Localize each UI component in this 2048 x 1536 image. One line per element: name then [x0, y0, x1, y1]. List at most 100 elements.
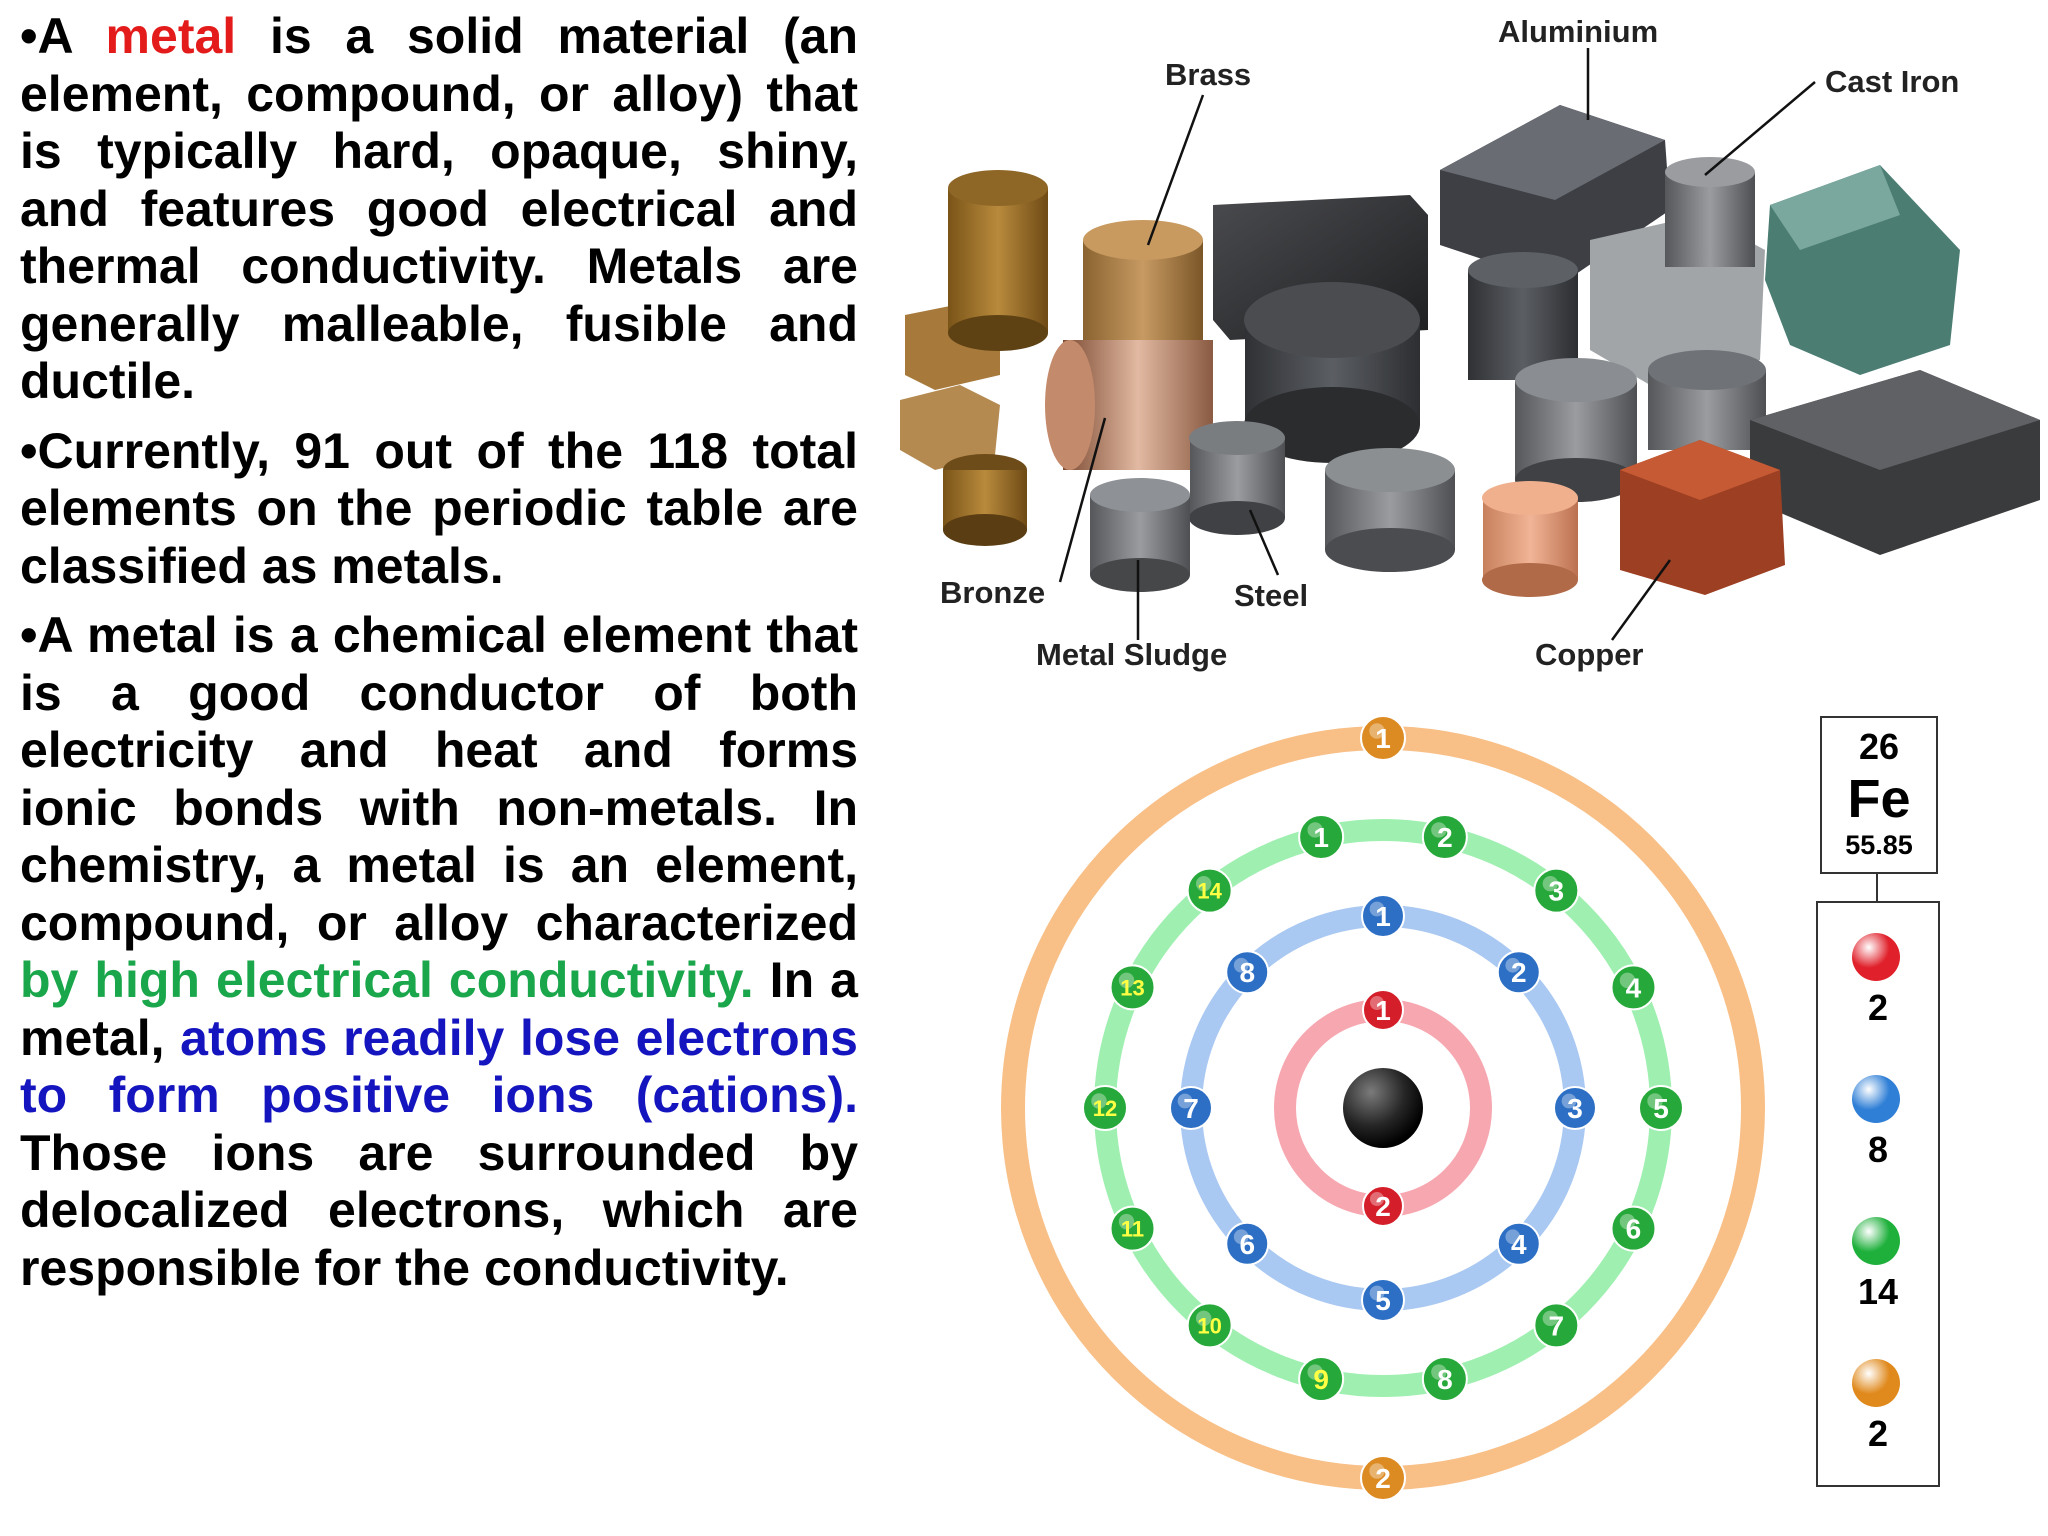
electron-highlight [1542, 875, 1559, 892]
copper-rock [1620, 440, 1780, 500]
shell3-electron: 5 [1638, 1085, 1684, 1131]
label-metal-sludge: Metal Sludge [1036, 637, 1228, 672]
dark-cylinder [1468, 252, 1578, 288]
bronze-cylinder [948, 315, 1048, 351]
electron-highlight [1195, 1310, 1212, 1327]
shell3-electron: 14 [1186, 867, 1233, 914]
leader-steel [1248, 509, 1280, 576]
legend-electron-count: 8 [1867, 1129, 1889, 1170]
electron-ball [1610, 1205, 1657, 1252]
label-copper: Copper [1535, 637, 1644, 672]
atomic-mass: 55.85 [1845, 830, 1913, 860]
bullet: • [20, 422, 38, 479]
electron-highlight [1369, 1285, 1385, 1301]
electron-highlight [1647, 1093, 1663, 1109]
electron-number: 6 [1239, 1229, 1255, 1260]
electron-ball [1186, 1302, 1233, 1349]
leader-bronze [1058, 417, 1107, 583]
text-column: •A metal is a solid material (an element… [20, 8, 858, 1309]
brass-block [900, 385, 1000, 470]
electron-highlight [1233, 1229, 1249, 1245]
electron-highlight [1431, 1364, 1447, 1380]
electron-number: 2 [1511, 957, 1527, 988]
shell3-electron: 1 [1298, 813, 1345, 860]
electron-highlight [1619, 1213, 1636, 1230]
shell3-electron: 8 [1421, 1356, 1468, 1403]
gray-cylinder [1325, 528, 1455, 572]
electron-number: 8 [1437, 1364, 1453, 1395]
electron-number: 2 [1375, 1463, 1391, 1494]
electron-ball [1360, 715, 1406, 761]
metal-sludge-cylinder [1090, 478, 1190, 512]
metal-samples-illustration [900, 48, 2040, 641]
electron-number: 11 [1121, 1217, 1144, 1242]
electron-ball [1361, 1278, 1405, 1322]
legend-electron-ball [1852, 1359, 1900, 1407]
paragraph-metal-chemistry: •A metal is a chemical element that is a… [20, 607, 858, 1296]
shell4-electron: 1 [1360, 715, 1406, 761]
legend-electron-ball [1852, 1075, 1900, 1123]
shell4-electron: 2 [1360, 1455, 1406, 1501]
electron-ball [1496, 950, 1541, 995]
label-brass: Brass [1165, 57, 1252, 92]
electron-highlight [1369, 901, 1385, 917]
electron-number: 5 [1375, 1285, 1391, 1316]
electron-number: 2 [1437, 822, 1453, 853]
electron-highlight [1307, 822, 1323, 838]
electron-ball [1361, 894, 1405, 938]
legend-electron-count: 14 [1857, 1271, 1899, 1312]
electron-ball [1225, 1221, 1270, 1266]
bronze-cylinder [948, 170, 1048, 206]
shell2-electron: 6 [1225, 1221, 1270, 1266]
shell2-electron: 1 [1361, 894, 1405, 938]
shell1-electron: 1 [1362, 989, 1404, 1031]
electron-ball [1298, 813, 1345, 860]
metal-sludge-cylinder [1090, 558, 1190, 592]
paragraph-metal-definition: •A metal is a solid material (an element… [20, 8, 858, 409]
atomic-number: 26 [1858, 726, 1900, 767]
electron-ball [1225, 950, 1270, 995]
shell2-electron: 7 [1169, 1086, 1213, 1130]
label-steel: Steel [1234, 578, 1309, 613]
teal-rock [1770, 165, 1900, 250]
bronze-cylinder [948, 188, 1048, 333]
shell2-electron: 2 [1496, 950, 1541, 995]
electron-highlight [1307, 1364, 1323, 1380]
highlight-conductivity: by high electrical conductivity. [20, 952, 754, 1008]
electron-number: 3 [1567, 1093, 1583, 1124]
copper-cylinder [1045, 340, 1095, 470]
gray-cylinder [1325, 448, 1455, 492]
electron-ball [1109, 1205, 1156, 1252]
element-symbol: Fe [1847, 769, 1911, 829]
shell2-electron: 3 [1553, 1086, 1597, 1130]
electron-highlight [1370, 1192, 1384, 1206]
steel-cylinder [1189, 421, 1285, 455]
cast-iron-block [1750, 370, 2040, 470]
leader-brass [1146, 94, 1205, 246]
electron-highlight [1369, 1463, 1385, 1479]
electron-number: 6 [1626, 1214, 1642, 1245]
label-cast-iron: Cast Iron [1825, 64, 1960, 99]
legend-electron-count: 2 [1867, 1413, 1889, 1454]
brass-cylinder [1083, 220, 1203, 260]
electron-ball [1362, 1185, 1404, 1227]
dark-granular-cylinder [1244, 282, 1420, 358]
copper-small-cylinder [1482, 481, 1578, 515]
shell3-electron: 9 [1298, 1356, 1345, 1403]
electron-number: 8 [1239, 957, 1255, 988]
electron-highlight [1091, 1093, 1107, 1109]
gray-cylinder [1515, 358, 1637, 402]
shell2-electron: 5 [1361, 1278, 1405, 1322]
electron-highlight [1177, 1093, 1193, 1109]
aluminium-block [1440, 105, 1665, 200]
electron-number: 1 [1375, 723, 1391, 754]
electron-number: 1 [1375, 995, 1391, 1026]
electron-number: 3 [1549, 876, 1565, 907]
electron-ball [1360, 1455, 1406, 1501]
electron-ball [1186, 867, 1233, 914]
shell3-electron: 11 [1109, 1205, 1156, 1252]
nucleus [1343, 1068, 1423, 1148]
label-bronze: Bronze [940, 575, 1046, 610]
electron-number: 7 [1549, 1310, 1565, 1341]
electron-ball [1298, 1356, 1345, 1403]
